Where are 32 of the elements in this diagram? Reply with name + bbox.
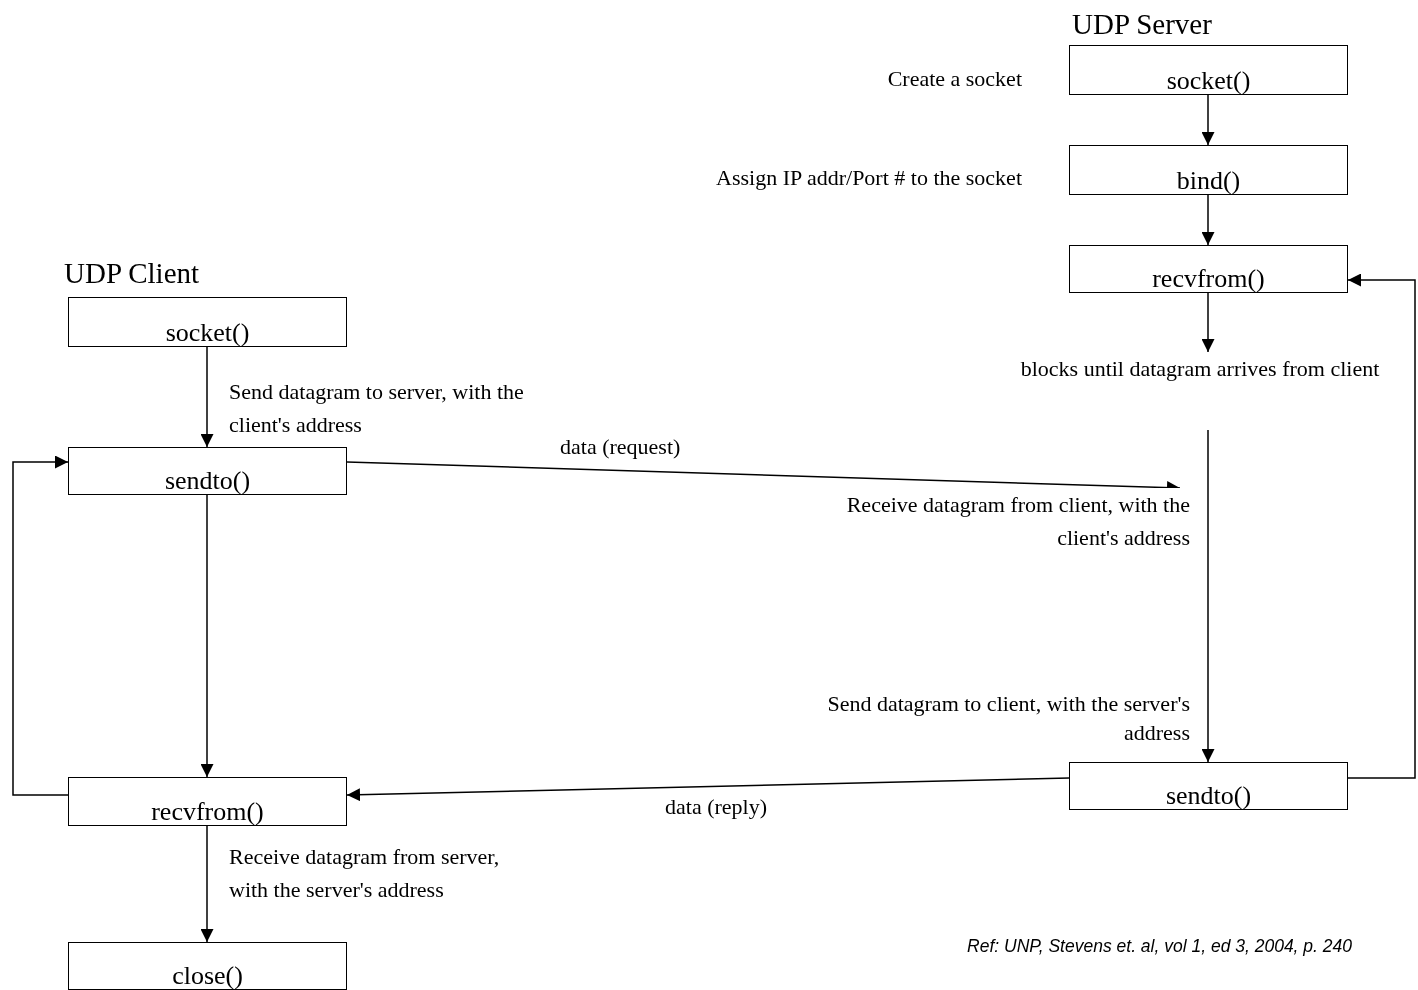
section-heading: UDP Server [1072,7,1212,42]
function-box [68,447,347,495]
function-box [68,942,347,990]
function-box [68,297,347,347]
arrow [200,346,214,448]
function-name: close() [172,963,243,989]
reference-note: Ref: UNP, Stevens et. al, vol 1, ed 3, 2004, p. 240 [966,935,1352,958]
arrow [1201,429,1215,763]
arrow [200,825,214,943]
arrow [1201,292,1215,353]
arrow [1201,194,1215,246]
function-box [1069,145,1348,195]
function-name: sendto() [1165,783,1252,809]
function-name: recvfrom() [1152,266,1265,292]
function-name: socket() [165,320,250,346]
arrow [1347,273,1416,779]
function-box [1069,45,1348,95]
step-description: Create a socket [887,65,1022,93]
section-heading: UDP Client [64,256,200,291]
function-name: recvfrom() [151,799,264,825]
function-box [68,777,347,826]
function-box [1069,762,1348,810]
function-name: socket() [1166,68,1251,94]
step-description: Assign IP addr/Port # to the socket [716,164,1022,192]
function-name: sendto() [164,468,251,494]
function-name: bind() [1176,168,1241,194]
arrow [346,777,1070,802]
function-box [1069,245,1348,293]
arrow [12,455,69,796]
arrow [200,494,214,778]
arrow [1201,94,1215,146]
annotation-text: Send datagram to client, with the server's address [826,690,1190,747]
